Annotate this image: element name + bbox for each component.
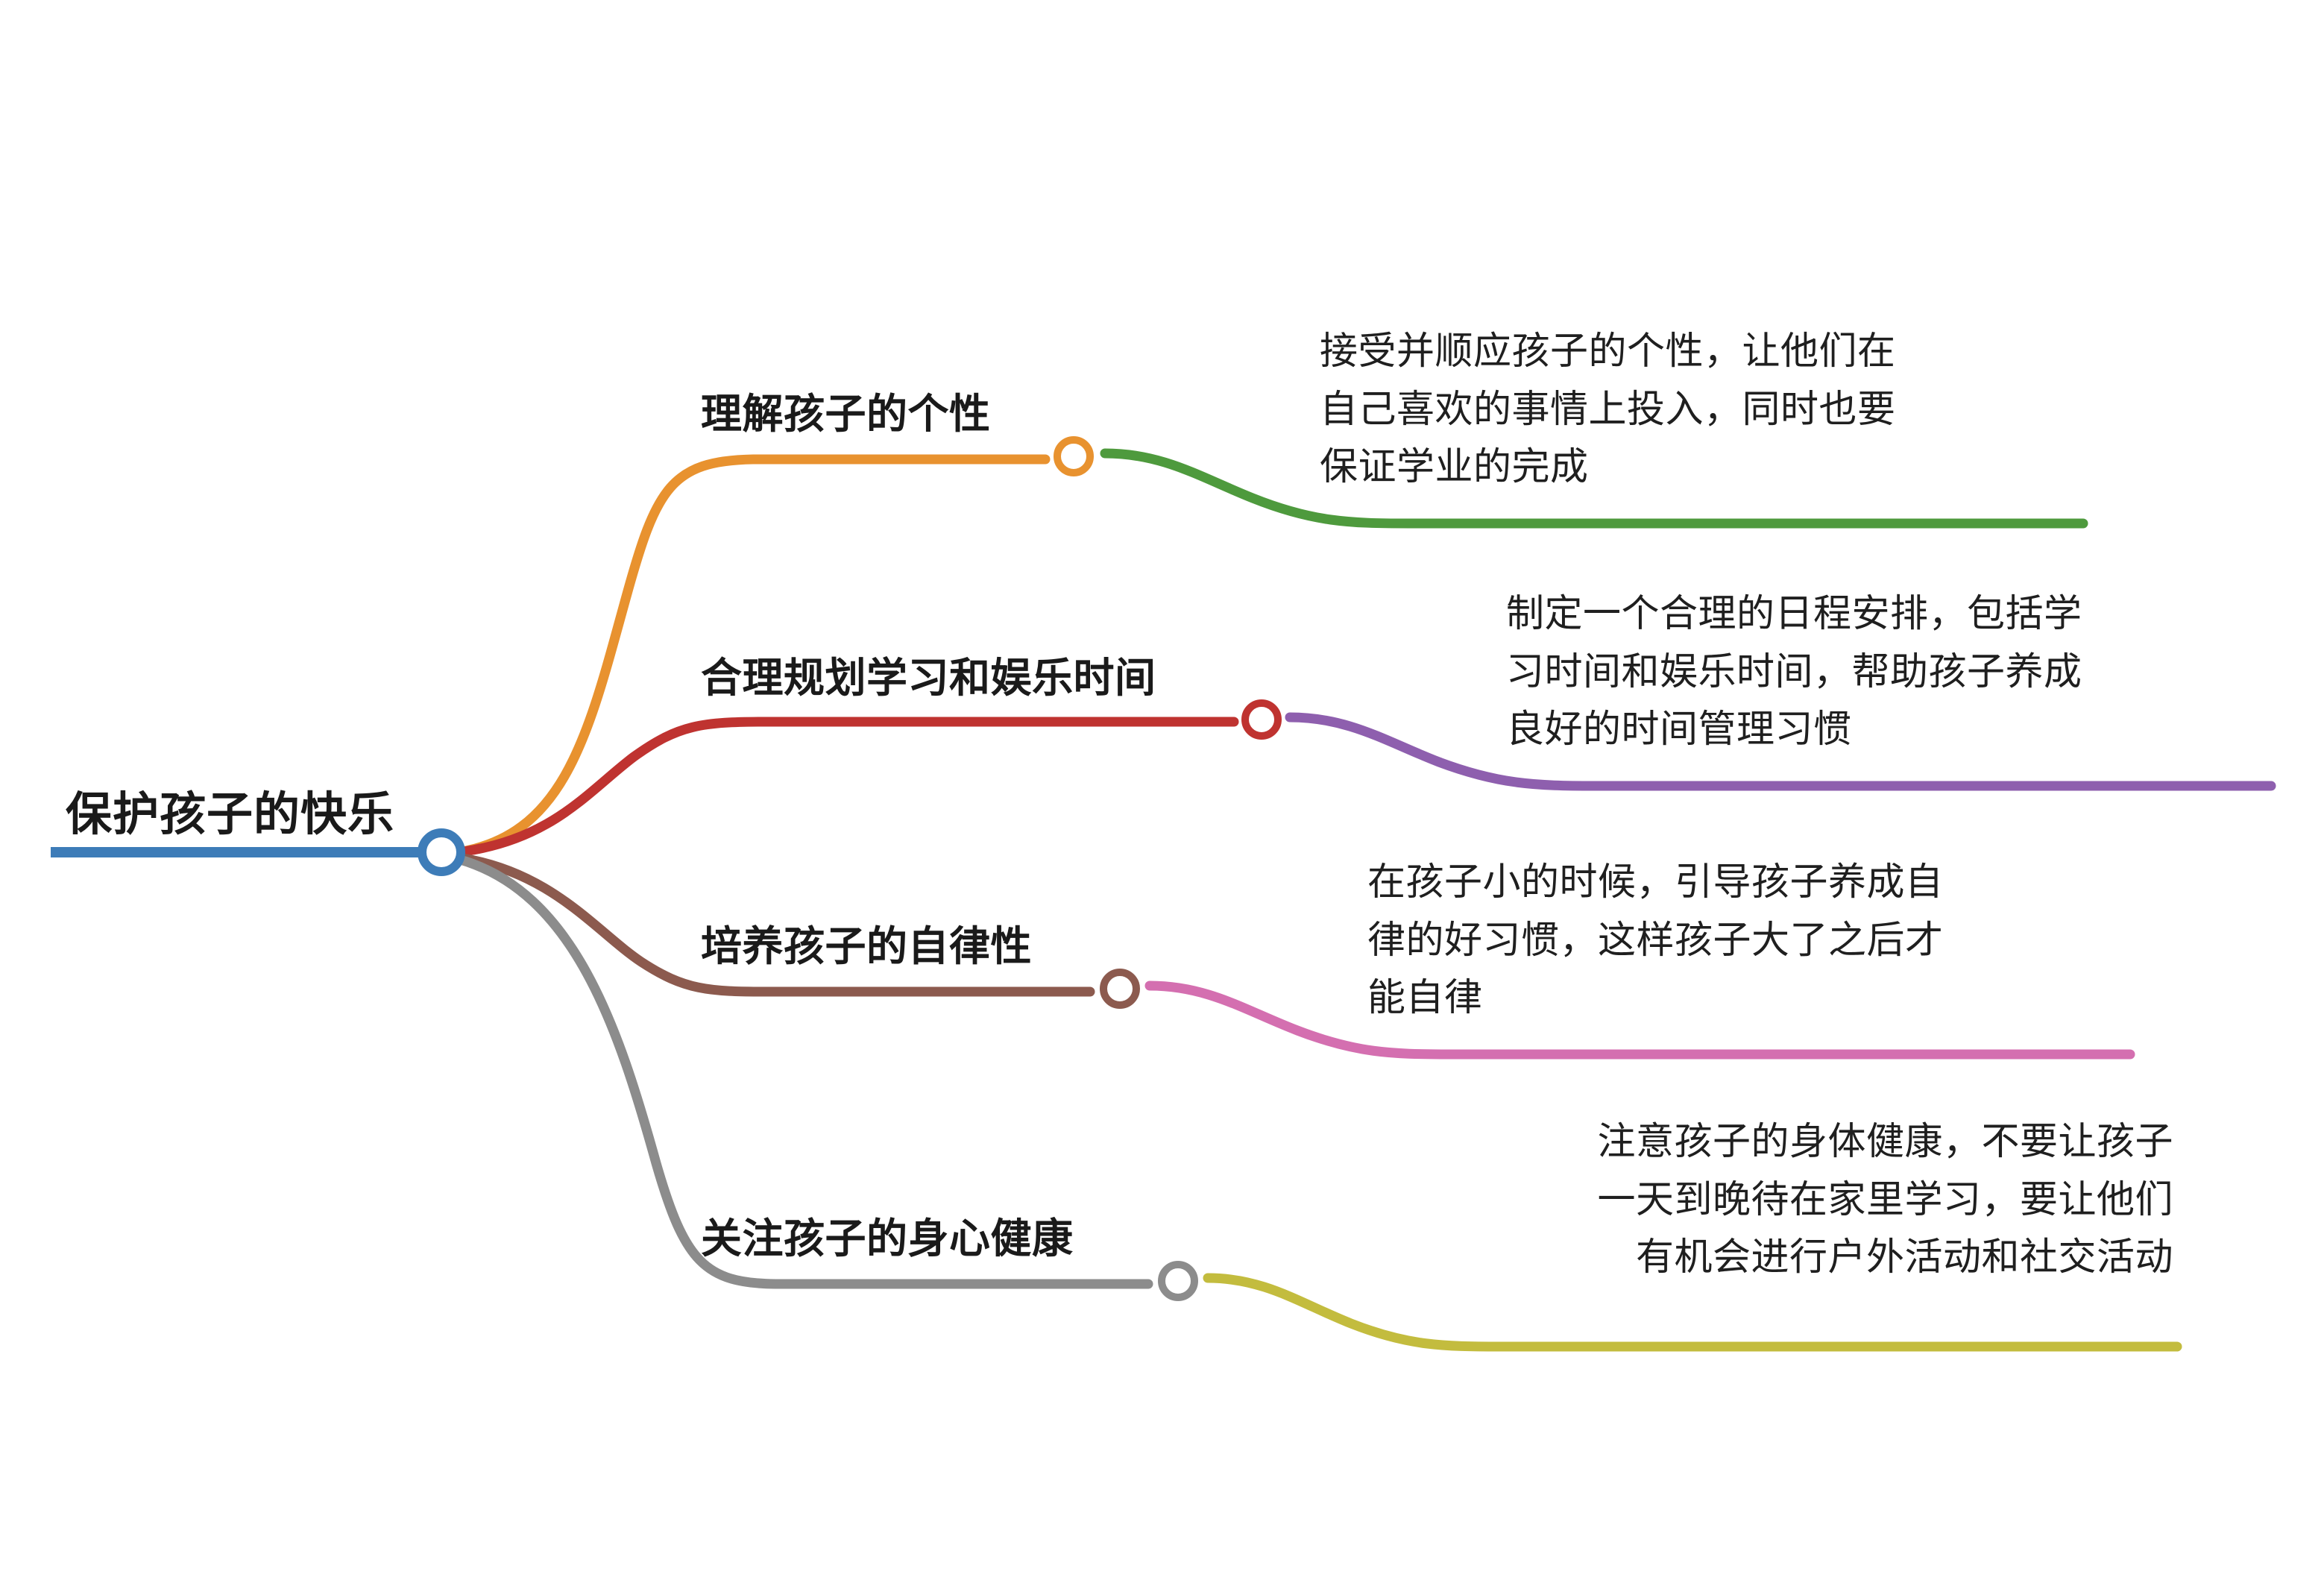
leaf-text-4-line-2: 一天到晚待在家里学习，要让他们 [1597, 1177, 2173, 1221]
leaf-text-2[interactable]: 制定一个合理的日程安排，包括学 习时间和娱乐时间，帮助孩子养成 良好的时间管理习… [1506, 585, 2270, 758]
leaf-text-1[interactable]: 接受并顺应孩子的个性，让他们在 自己喜欢的事情上投入，同时也要 保证学业的完成 [1320, 322, 2080, 496]
branch-curve-4 [453, 854, 1153, 1289]
branch-label-1[interactable]: 理解孩子的个性 [701, 391, 991, 437]
leaf-curve-2 [1285, 712, 2276, 791]
leaf-curve-3 [1144, 980, 2135, 1060]
leaf-text-4-line-3: 有机会进行户外活动和社交活动 [1635, 1236, 2173, 1279]
branch-node-circle-3[interactable] [1100, 969, 1140, 1009]
leaf-text-3[interactable]: 在孩子小的时候，引导孩子养成自 律的好习惯，这样孩子大了之后才 能自律 [1367, 853, 2128, 1027]
branch-curve-2 [453, 717, 1239, 857]
branch-node-circle-1[interactable] [1054, 436, 1094, 476]
leaf-text-2-line-1: 制定一个合理的日程安排，包括学 [1506, 592, 2082, 635]
root-node-circle[interactable] [418, 828, 465, 876]
leaf-text-1-line-3: 保证学业的完成 [1320, 445, 1589, 488]
branch-node-circle-2[interactable] [1241, 699, 1282, 740]
leaf-text-4[interactable]: 注意孩子的身体健康，不要让孩子 一天到晚待在家里学习，要让他们 有机会进行户外活… [1402, 1112, 2173, 1286]
leaf-text-3-line-1: 在孩子小的时候，引导孩子养成自 [1367, 860, 1944, 903]
leaf-text-2-line-2: 习时间和娱乐时间，帮助孩子养成 [1506, 649, 2082, 693]
branch-curve-3 [453, 852, 1095, 997]
leaf-curve-4 [1203, 1273, 2182, 1352]
leaf-text-2-line-3: 良好的时间管理习惯 [1506, 708, 1852, 751]
leaf-text-4-line-1: 注意孩子的身体健康，不要让孩子 [1597, 1120, 2173, 1162]
leaf-curve-1 [1100, 448, 2088, 529]
leaf-text-3-line-2: 律的好习惯，这样孩子大了之后才 [1367, 918, 1944, 961]
branch-node-circle-4[interactable] [1158, 1261, 1198, 1301]
leaf-text-3-line-3: 能自律 [1367, 976, 1483, 1019]
branch-label-2[interactable]: 合理规划学习和娱乐时间 [701, 655, 1156, 701]
branch-curve-1 [453, 454, 1051, 857]
leaf-text-1-line-2: 自己喜欢的事情上投入，同时也要 [1320, 387, 1896, 430]
branch-label-4[interactable]: 关注孩子的身心健康 [701, 1215, 1074, 1262]
leaf-text-1-line-1: 接受并顺应孩子的个性，让他们在 [1320, 330, 1896, 372]
root-label[interactable]: 保护孩子的快乐 [66, 789, 395, 840]
branch-label-3[interactable]: 培养孩子的自律性 [701, 923, 1033, 969]
